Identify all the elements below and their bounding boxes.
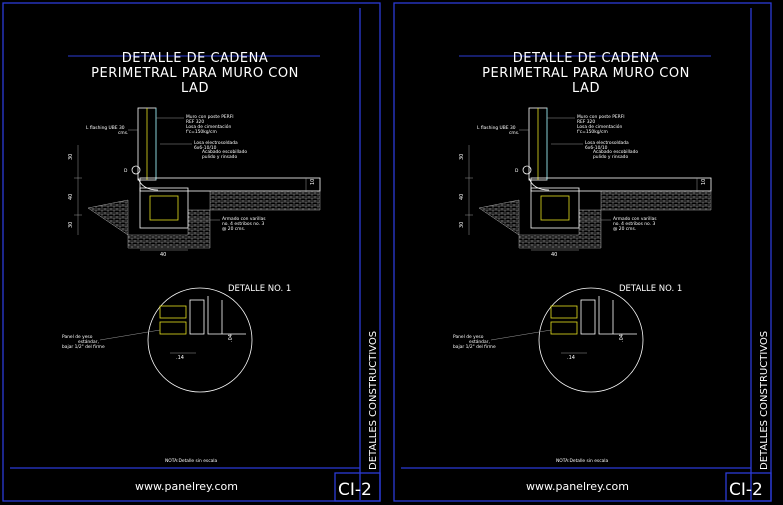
callout-right-5: 6x6-10/10	[194, 145, 217, 151]
title-line-1: DETALLE DE CADENA	[122, 51, 269, 66]
title-line-2: PERIMETRAL PARA MURO CON	[91, 66, 299, 81]
detail-circle	[538, 287, 644, 393]
note-no-scale: NOTA:Detalle sin escala	[556, 458, 609, 464]
callout-right-6: Acabado escobillado	[593, 149, 638, 155]
callout-right-7: pulido y rinsado	[593, 154, 628, 160]
dim-10-slab: 10	[310, 179, 316, 185]
detail-callout-1: Panel de yeso	[453, 334, 484, 340]
callout-right-0: Muro con poste PERFI	[577, 114, 625, 120]
perimeter-beam	[530, 187, 580, 229]
code-box	[725, 472, 772, 502]
detail-leader	[490, 329, 552, 341]
callout-right-0: Muro con poste PERFI	[186, 114, 234, 120]
soil-hatch	[478, 190, 712, 249]
callout-right-6: Acabado escobillado	[202, 149, 247, 155]
flashing-curve	[528, 177, 550, 191]
sheet-frame	[2, 2, 381, 502]
detail-board-2	[159, 321, 187, 335]
callout-right-3: f'c=150kg/cm	[577, 129, 608, 135]
detail-callout-2: estándar,	[78, 338, 99, 345]
dim-40: 40	[459, 194, 465, 200]
note-no-scale: NOTA:Detalle sin escala	[165, 458, 218, 464]
detail-callout-1: Panel de yeso	[62, 334, 93, 340]
soil-hatch	[87, 190, 321, 249]
callout-right-3: f'c=150kg/cm	[186, 129, 217, 135]
sheet-code: CI-2	[338, 480, 372, 500]
callout-right-1: REF 320	[577, 119, 595, 125]
slab-fill	[530, 177, 712, 192]
detail-stud	[580, 299, 596, 335]
detail-circle-group: DETALLE NO. 1 Panel de yesoestándar,bajar…	[453, 284, 682, 393]
side-label: DETALLES CONSTRUCTIVOS	[368, 331, 379, 470]
cut-marker-circle	[131, 165, 141, 175]
callout-right-9: no. 4 estribos no. 3	[222, 221, 264, 227]
website-url: www.panelrey.com	[526, 480, 629, 493]
title-line-2: PERIMETRAL PARA MURO CON	[482, 66, 690, 81]
dim-30-bottom: 30	[68, 222, 74, 228]
code-box	[334, 472, 381, 502]
callout-right-4: Losa electrosoldada	[585, 140, 629, 146]
detail-slab-edge	[598, 296, 637, 335]
sheet-code: CI-2	[729, 480, 763, 500]
slab-fill	[139, 177, 321, 192]
callout-right-8: Armado con varillas	[613, 216, 657, 222]
detail-dim-14: .14	[567, 355, 575, 361]
detail-callout-2: estándar,	[469, 338, 490, 345]
detail-dim-04: .04	[228, 334, 234, 342]
dim-30-bottom: 30	[459, 222, 465, 228]
callout-right-10: @ 20 cms.	[613, 226, 636, 232]
title-line-1: DETALLE DE CADENA	[513, 51, 660, 66]
dim-30-top: 30	[459, 154, 465, 160]
callout-right-2: Losa de cimentación	[186, 123, 231, 130]
beam-stirrup	[149, 195, 179, 221]
callout-flashing: L flashing UBE 30	[477, 125, 516, 131]
dim-40: 40	[68, 194, 74, 200]
detail-slab-edge	[207, 296, 246, 335]
cut-marker-circle	[522, 165, 532, 175]
detail-callout-3: bajar 1/2" del firme	[62, 344, 105, 350]
beam-stirrup	[540, 195, 570, 221]
callout-right-10: @ 20 cms.	[222, 226, 245, 232]
detail-leader	[99, 329, 161, 341]
detail-title: DETALLE NO. 1	[228, 284, 291, 294]
sheet-frame	[393, 2, 772, 502]
perimeter-beam	[139, 187, 189, 229]
flashing-curve	[137, 177, 159, 191]
detail-board-1	[159, 305, 187, 319]
detail-circle	[147, 287, 253, 393]
detail-stud	[189, 299, 205, 335]
callout-right-7: pulido y rinsado	[202, 154, 237, 160]
title-line-3: LAD	[572, 81, 600, 96]
callout-flashing: L flashing UBE 30	[86, 125, 125, 131]
callout-flashing-2: cms.	[118, 131, 128, 136]
detail-title: DETALLE NO. 1	[619, 284, 682, 294]
dim-10-slab: 10	[701, 179, 707, 185]
callout-right-1: REF 320	[186, 119, 204, 125]
detail-dim-14: .14	[176, 355, 184, 361]
callout-right-4: Losa electrosoldada	[194, 140, 238, 146]
cut-marker-label: D	[124, 168, 128, 174]
callout-flashing-2: cms.	[509, 131, 519, 136]
dim-40-bottom: 40	[160, 252, 166, 258]
dim-40-bottom: 40	[551, 252, 557, 258]
detail-board-1	[550, 305, 578, 319]
detail-board-2	[550, 321, 578, 335]
side-label: DETALLES CONSTRUCTIVOS	[759, 331, 770, 470]
callout-right-2: Losa de cimentación	[577, 123, 622, 130]
callout-right-5: 6x6-10/10	[585, 145, 608, 151]
cut-marker-label: D	[515, 168, 519, 174]
website-url: www.panelrey.com	[135, 480, 238, 493]
detail-callout-3: bajar 1/2" del firme	[453, 344, 496, 350]
detail-dim-04: .04	[619, 334, 625, 342]
title-line-3: LAD	[181, 81, 209, 96]
dim-30-top: 30	[68, 154, 74, 160]
callout-right-8: Armado con varillas	[222, 216, 266, 222]
callout-right-9: no. 4 estribos no. 3	[613, 221, 655, 227]
detail-circle-group: DETALLE NO. 1 Panel de yesoestándar,bajar…	[62, 284, 291, 393]
